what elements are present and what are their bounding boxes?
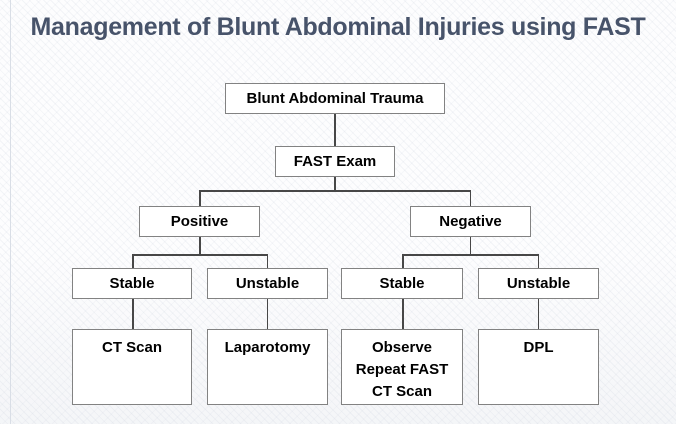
- connector-fast-stem: [334, 177, 336, 191]
- connector-negative-branch-bar: [402, 254, 539, 256]
- connector-fast-branch-bar: [199, 190, 471, 192]
- node-laparotomy: Laparotomy: [207, 329, 328, 405]
- slide-title: Management of Blunt Abdominal Injuries u…: [30, 13, 646, 41]
- node-dpl: DPL: [478, 329, 599, 405]
- connector-branch-negative: [469, 190, 471, 207]
- connector-stable-observe: [402, 299, 404, 330]
- node-positive: Positive: [139, 206, 260, 237]
- node-blunt-abdominal-trauma: Blunt Abdominal Trauma: [225, 83, 445, 114]
- connector-branch-pos-stable: [132, 254, 134, 269]
- connector-root-fast: [334, 114, 336, 147]
- node-ct-scan: CT Scan: [72, 329, 192, 405]
- observe-node-lines: Observe Repeat FAST CT Scan: [356, 337, 449, 403]
- connector-branch-pos-unstable: [266, 254, 268, 269]
- node-negative: Negative: [410, 206, 531, 237]
- node-fast-exam: FAST Exam: [275, 146, 395, 177]
- connector-branch-positive: [199, 190, 201, 207]
- node-positive-unstable: Unstable: [207, 268, 328, 299]
- observe-line-3: CT Scan: [371, 383, 432, 400]
- connector-positive-stem: [199, 237, 201, 255]
- connector-stable-ctscan: [132, 299, 134, 330]
- connector-branch-neg-unstable: [537, 254, 539, 269]
- node-observe-repeat-fast-ct-scan: Observe Repeat FAST CT Scan: [341, 329, 463, 405]
- node-positive-stable: Stable: [72, 268, 192, 299]
- connector-positive-branch-bar: [132, 254, 268, 256]
- node-negative-stable: Stable: [341, 268, 463, 299]
- connector-branch-neg-stable: [402, 254, 404, 269]
- slide-left-accent-line: [10, 0, 11, 424]
- connector-negative-stem: [469, 237, 471, 255]
- connector-unstable-dpl: [537, 299, 539, 330]
- observe-line-1: Observe: [371, 339, 433, 356]
- connector-unstable-laparotomy: [266, 299, 268, 330]
- node-negative-unstable: Unstable: [478, 268, 599, 299]
- observe-line-2: Repeat FAST: [355, 361, 449, 378]
